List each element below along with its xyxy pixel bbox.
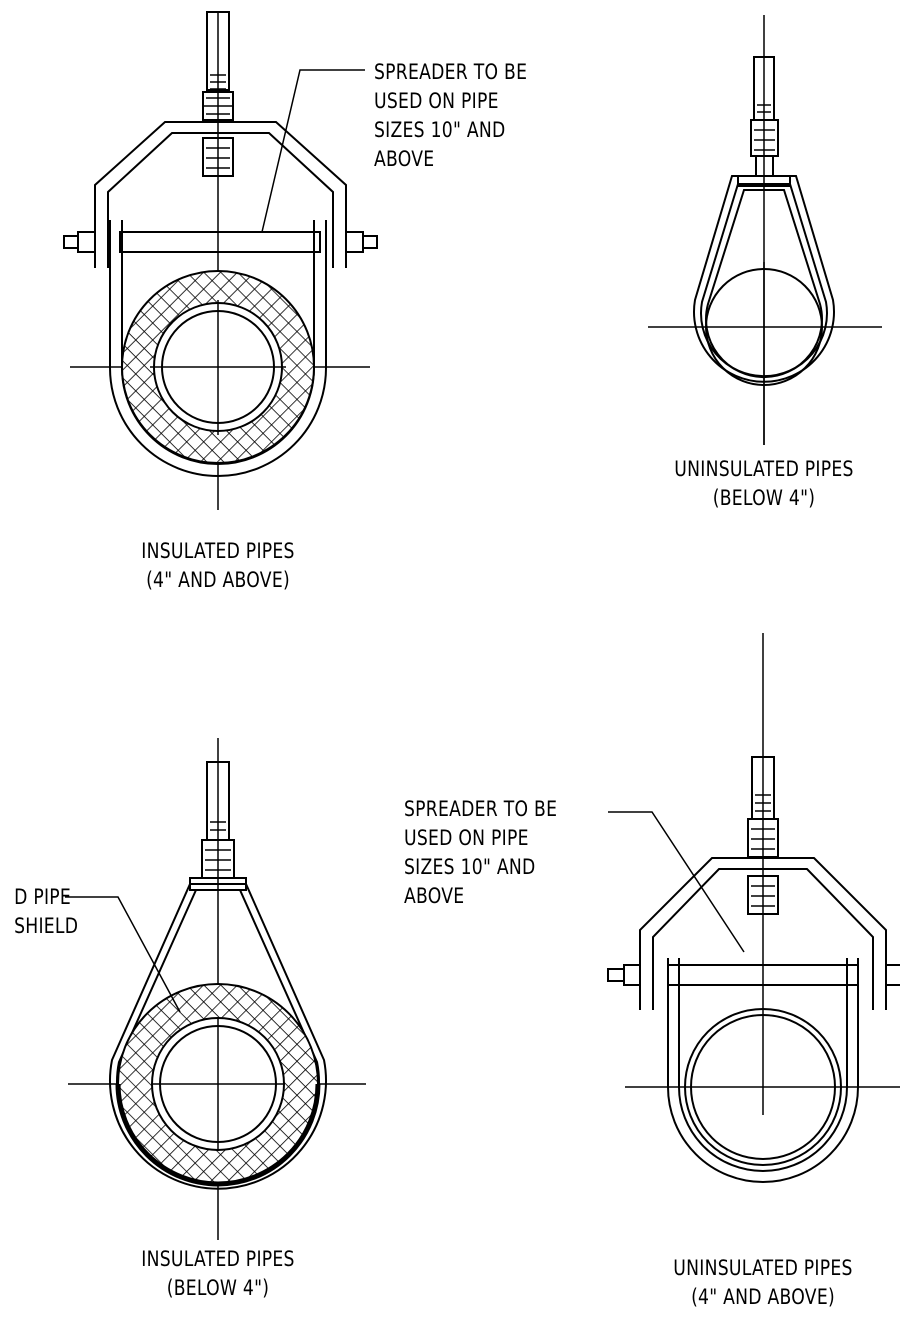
spreader-callout-top: SPREADER TO BE USED ON PIPE SIZES 10" AN… <box>374 60 528 171</box>
caption-uninsulated-above-4: UNINSULATED PIPES (4" AND ABOVE) <box>673 1256 853 1309</box>
insulated-ring-hanger <box>65 738 366 1240</box>
spreader-callout-bottom: SPREADER TO BE USED ON PIPE SIZES 10" AN… <box>404 797 558 908</box>
caption-uninsulated-below-4: UNINSULATED PIPES (BELOW 4") <box>674 457 854 510</box>
caption-insulated-above-4: INSULATED PIPES (4" AND ABOVE) <box>141 539 295 592</box>
uninsulated-clevis-hanger <box>607 633 900 1183</box>
insulated-clevis-hanger <box>63 11 378 510</box>
caption-insulated-below-4: INSULATED PIPES (BELOW 4") <box>141 1247 295 1300</box>
uninsulated-ring-hanger <box>648 15 882 445</box>
pipe-shield-callout: D PIPE SHIELD <box>14 885 79 938</box>
